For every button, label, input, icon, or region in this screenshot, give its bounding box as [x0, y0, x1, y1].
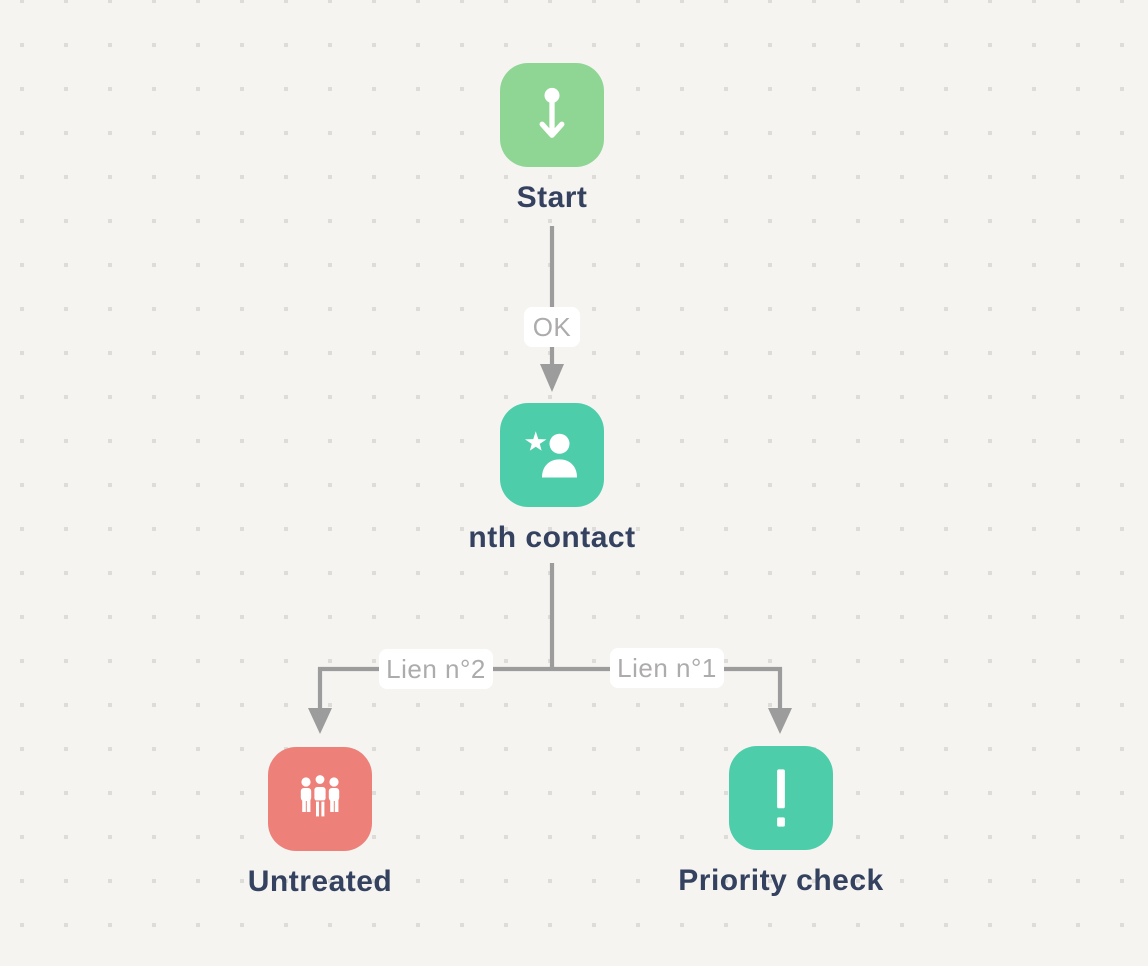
- edge-right-arrowhead-icon: [768, 708, 792, 734]
- node-untreated-label: Untreated: [247, 865, 393, 898]
- node-priority-check-box[interactable]: [729, 746, 833, 850]
- contacts-group-icon: [300, 773, 340, 818]
- edge-label-lien-2[interactable]: Lien n°2: [379, 649, 493, 689]
- edge-label-ok[interactable]: OK: [524, 307, 580, 347]
- node-untreated-box[interactable]: [268, 747, 372, 851]
- starred-contact-icon: [524, 431, 577, 478]
- node-start-box[interactable]: [500, 63, 604, 167]
- node-priority-check-label: Priority check: [678, 864, 884, 897]
- edge-left-arrowhead-icon: [308, 708, 332, 734]
- edge-start-arrowhead-icon: [540, 364, 564, 392]
- node-start[interactable]: Start: [432, 63, 672, 215]
- node-priority-check[interactable]: Priority check: [661, 746, 901, 898]
- node-nth-contact[interactable]: nth contact: [432, 403, 672, 555]
- node-nth-contact-label: nth contact: [468, 521, 636, 554]
- edge-label-lien-1[interactable]: Lien n°1: [610, 648, 724, 688]
- node-nth-contact-box[interactable]: [500, 403, 604, 507]
- exclamation-icon: [777, 769, 785, 827]
- node-untreated[interactable]: Untreated: [200, 747, 440, 899]
- start-entry-icon: [539, 87, 565, 138]
- node-start-label: Start: [516, 181, 588, 214]
